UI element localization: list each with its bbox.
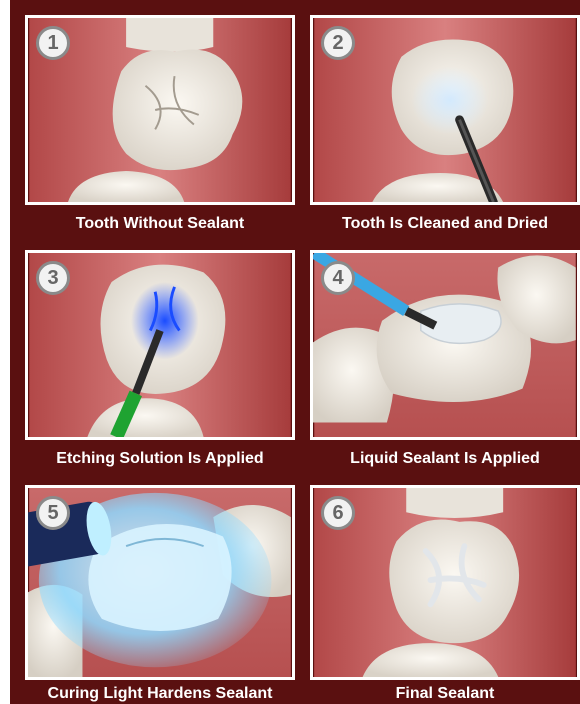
step-2-caption: Tooth Is Cleaned and Dried <box>300 214 580 234</box>
step-3-caption: Etching Solution Is Applied <box>15 449 305 469</box>
step-6-caption: Final Sealant <box>300 684 580 704</box>
step-3-panel: 3 <box>25 250 295 440</box>
step-2-panel: 2 <box>310 15 580 205</box>
step-2-number-badge: 2 <box>321 26 355 60</box>
step-5-number-badge: 5 <box>36 496 70 530</box>
step-1-caption: Tooth Without Sealant <box>15 214 305 234</box>
step-5-caption: Curing Light Hardens Sealant <box>15 684 305 704</box>
step-3-number-badge: 3 <box>36 261 70 295</box>
step-5-panel: 5 <box>25 485 295 680</box>
step-1-number-badge: 1 <box>36 26 70 60</box>
step-4-number-badge: 4 <box>321 261 355 295</box>
step-4-panel: 4 <box>310 250 580 440</box>
step-4-caption: Liquid Sealant Is Applied <box>300 449 580 469</box>
step-1-panel: 1 <box>25 15 295 205</box>
step-6-number-badge: 6 <box>321 496 355 530</box>
step-6-panel: 6 <box>310 485 580 680</box>
infographic: 1 Tooth Without Sealant 2 <box>10 0 580 704</box>
